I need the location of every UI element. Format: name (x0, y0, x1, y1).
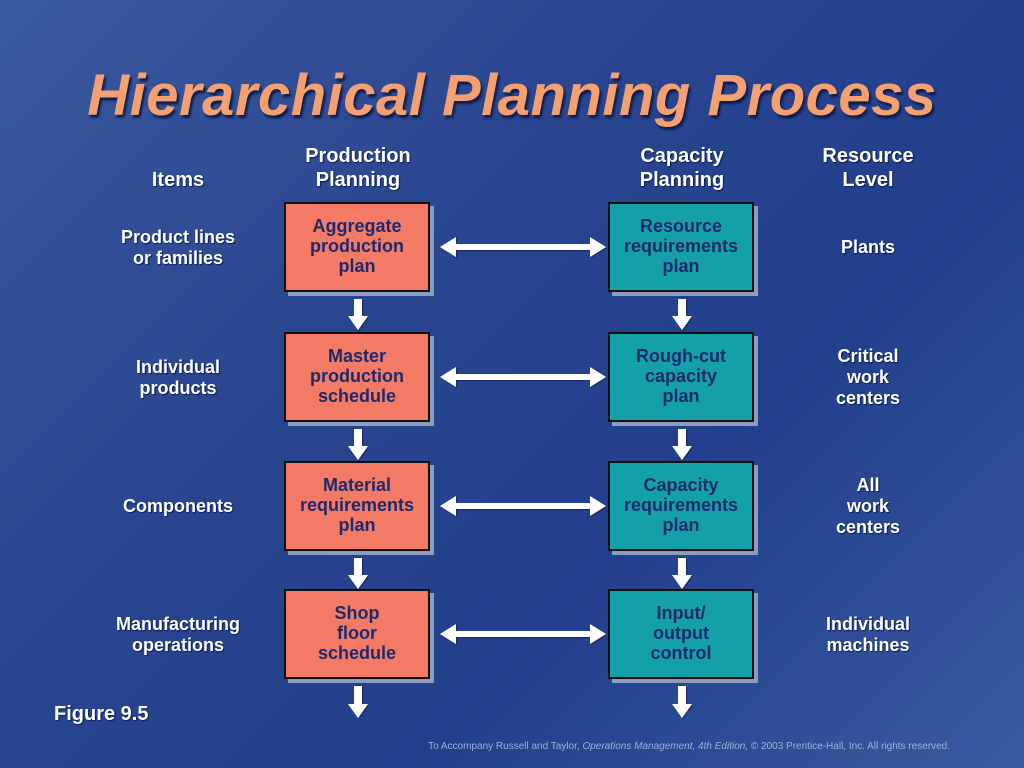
double-arrow-row-4 (440, 624, 606, 644)
box-line: schedule (317, 643, 397, 663)
item-line: Product lines (120, 227, 236, 247)
material-requirements-plan-box: Material requirements plan (284, 461, 430, 551)
box-line: Shop (334, 603, 380, 623)
box-line: Capacity (643, 475, 719, 495)
box-line: Rough-cut (636, 346, 726, 366)
resource-line: All (856, 475, 880, 495)
input-output-control-box: Input/ output control (608, 589, 754, 679)
box-line: capacity (644, 366, 718, 386)
double-arrow-row-1 (440, 237, 606, 257)
copyright-footer: To Accompany Russell and Taylor, Operati… (428, 741, 950, 752)
header-resource-line2: Level (842, 169, 894, 191)
box-line: plan (662, 256, 700, 276)
down-arrow-capacity-1 (672, 299, 692, 330)
resource-label-row-2: Critical work centers (788, 346, 948, 409)
item-label-row-2: Individual products (98, 357, 258, 399)
box-line: schedule (317, 386, 397, 406)
resource-line: Plants (840, 237, 896, 257)
item-line: products (139, 378, 217, 398)
aggregate-production-plan-box: Aggregate production plan (284, 202, 430, 292)
figure-label: Figure 9.5 (54, 703, 149, 725)
down-arrow-production-3 (348, 558, 368, 589)
down-arrow-production-4 (348, 686, 368, 718)
footer-suffix: © 2003 Prentice-Hall, Inc. All rights re… (748, 741, 950, 752)
box-line: plan (338, 515, 376, 535)
box-line: plan (662, 515, 700, 535)
box-line: output (653, 623, 709, 643)
header-capacity-planning: Capacity Planning (602, 144, 762, 192)
slide-title: Hierarchical Planning Process (87, 63, 937, 128)
box-line: Input/ (656, 603, 706, 623)
box-line: production (310, 236, 404, 256)
resource-line: centers (835, 388, 901, 408)
box-line: Master (327, 346, 387, 366)
resource-line: Critical (837, 346, 899, 366)
rough-cut-capacity-plan-box: Rough-cut capacity plan (608, 332, 754, 422)
down-arrow-production-1 (348, 299, 368, 330)
resource-label-row-4: Individual machines (788, 614, 948, 656)
down-arrow-capacity-3 (672, 558, 692, 589)
resource-line: work (846, 367, 889, 387)
box-line: Aggregate (312, 216, 402, 236)
header-production-line2: Planning (315, 169, 401, 191)
down-arrow-capacity-4 (672, 686, 692, 718)
double-arrow-row-2 (440, 367, 606, 387)
box-line: requirements (623, 236, 739, 256)
resource-line: work (846, 496, 889, 516)
resource-line: centers (835, 517, 901, 537)
header-resource-line1: Resource (822, 145, 914, 167)
header-capacity-line1: Capacity (640, 145, 724, 167)
down-arrow-production-2 (348, 429, 368, 460)
down-arrow-capacity-2 (672, 429, 692, 460)
footer-book-title: Operations Management, 4th Edition, (582, 741, 749, 752)
box-line: plan (662, 386, 700, 406)
header-items: Items (118, 168, 238, 192)
header-resource-level: Resource Level (788, 144, 948, 192)
box-line: plan (338, 256, 376, 276)
header-production-line1: Production (305, 145, 411, 167)
header-items-label: Items (151, 169, 205, 191)
double-arrow-row-3 (440, 496, 606, 516)
resource-line: machines (826, 635, 910, 655)
resource-label-row-3: All work centers (788, 475, 948, 538)
box-line: production (310, 366, 404, 386)
item-label-row-3: Components (98, 496, 258, 517)
item-line: Components (123, 496, 233, 516)
box-line: control (650, 643, 712, 663)
item-line: Individual (135, 357, 220, 377)
header-production-planning: Production Planning (278, 144, 438, 192)
item-line: Manufacturing (116, 614, 240, 634)
item-line: operations (131, 635, 224, 655)
item-label-row-4: Manufacturing operations (98, 614, 258, 656)
resource-line: Individual (825, 614, 910, 634)
item-line: or families (132, 248, 224, 268)
footer-prefix: To Accompany Russell and Taylor, (428, 741, 583, 752)
box-line: requirements (299, 495, 415, 515)
box-line: requirements (623, 495, 739, 515)
capacity-requirements-plan-box: Capacity requirements plan (608, 461, 754, 551)
box-line: Material (322, 475, 392, 495)
box-line: floor (337, 623, 377, 643)
shop-floor-schedule-box: Shop floor schedule (284, 589, 430, 679)
box-line: Resource (639, 216, 723, 236)
resource-label-row-1: Plants (788, 237, 948, 258)
master-production-schedule-box: Master production schedule (284, 332, 430, 422)
header-capacity-line2: Planning (639, 169, 725, 191)
item-label-row-1: Product lines or families (98, 227, 258, 269)
resource-requirements-plan-box: Resource requirements plan (608, 202, 754, 292)
